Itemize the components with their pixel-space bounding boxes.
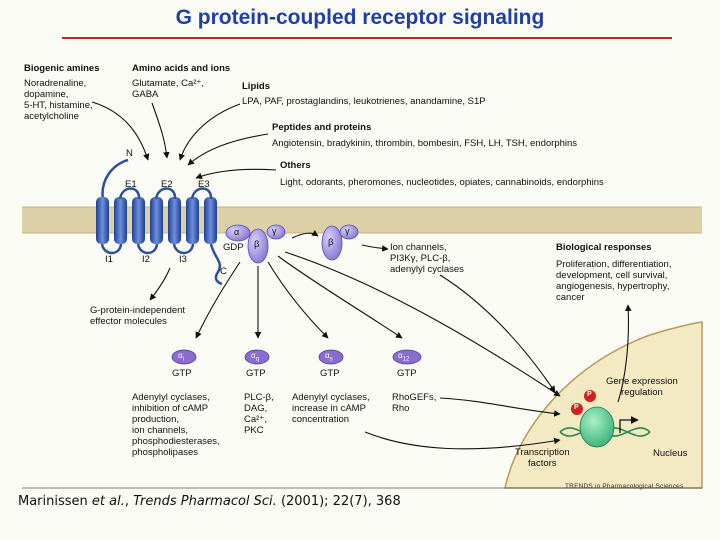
alpha-s-effectors: Adenylyl cyclases, increase in cAMP conc… (292, 392, 370, 425)
peptides-heading: Peptides and proteins (272, 122, 372, 133)
alpha-12-label: α12 (398, 351, 410, 363)
alpha-subunit-shape (225, 224, 251, 242)
free-gamma-label: γ (345, 226, 350, 236)
signaling-arrows (149, 229, 632, 450)
free-beta-shape (321, 225, 343, 261)
gtp-label-s: GTP (320, 368, 340, 379)
gdp-label: GDP (223, 242, 244, 253)
phospho-label-2: P (574, 404, 579, 411)
free-beta-label: β (328, 237, 334, 248)
loop-e2-label: E2 (161, 179, 173, 190)
alpha-12-effectors: RhoGEFs, Rho (392, 392, 437, 414)
alpha-badges (171, 349, 422, 365)
gtp-label-q: GTP (246, 368, 266, 379)
nucleus-membrane (504, 321, 703, 489)
free-gamma-shape (339, 224, 359, 240)
others-list: Light, odorants, pheromones, nucleotides… (280, 177, 604, 188)
gene-expression-label: Gene expression regulation (606, 376, 678, 398)
n-terminus-label: N (126, 148, 133, 159)
beta-subunit-shape (247, 228, 269, 264)
gamma-subunit-label: γ (272, 226, 277, 236)
loop-i3-label: I3 (179, 254, 187, 265)
alpha-i-effectors: Adenylyl cyclases, inhibition of cAMP pr… (132, 392, 220, 458)
loop-i1-label: I1 (105, 254, 113, 265)
biological-responses-list: Proliferation, differentiation, developm… (556, 259, 672, 303)
loop-e1-label: E1 (125, 179, 137, 190)
transcription-factors-label: Transcription factors (515, 447, 570, 469)
gtp-label-i: GTP (172, 368, 192, 379)
alpha-subunit-label: α (234, 227, 240, 237)
amino-acids-heading: Amino acids and ions (132, 63, 231, 74)
gamma-subunit-shape (266, 224, 286, 240)
receptor-loops (100, 187, 223, 286)
ligand-arrows (91, 101, 277, 180)
alpha-q-label: αq (251, 351, 259, 363)
lipids-heading: Lipids (242, 81, 270, 92)
phospho-label-1: P (587, 391, 592, 398)
nucleus-label: Nucleus (653, 448, 688, 459)
phospho-circle-2 (571, 403, 583, 415)
amino-acids-list: Glutamate, Ca²⁺, GABA (132, 78, 205, 100)
receptor-n-tail (101, 158, 129, 201)
peptides-list: Angiotensin, bradykinin, thrombin, bombe… (272, 138, 578, 149)
c-terminus-label: C (220, 266, 227, 277)
loop-e3-label: E3 (198, 179, 210, 190)
biogenic-amines-list: Noradrenaline, dopamine, 5-HT, histamine… (24, 78, 93, 122)
loop-i2-label: I2 (142, 254, 150, 265)
citation: Marinissen et al., Trends Pharmacol Sci.… (18, 494, 401, 509)
transcription-start-arrow (619, 416, 639, 433)
source-line: TRENDS in Pharmacological Sciences (565, 483, 684, 490)
lipids-list: LPA, PAF, prostaglandins, leukotrienes, … (242, 96, 486, 107)
transcription-factor-shape (579, 406, 615, 448)
alpha-i-label: αi (178, 351, 184, 363)
gtp-label-12: GTP (397, 368, 417, 379)
alpha-q-effectors: PLC-β, DAG, Ca²⁺, PKC (244, 392, 274, 436)
receptor-helices (96, 197, 217, 244)
beta-gamma-effectors: Ion channels, PI3Kγ, PLC-β, adenylyl cyc… (390, 242, 464, 275)
phospho-circle-1 (584, 390, 596, 402)
beta-subunit-label: β (254, 239, 260, 250)
others-heading: Others (280, 160, 311, 171)
biological-responses-heading: Biological responses (556, 242, 652, 253)
alpha-s-label: αs (325, 351, 333, 363)
biogenic-amines-heading: Biogenic amines (24, 63, 100, 74)
page-title: G protein-coupled receptor signaling (175, 6, 545, 29)
g-independent-effectors: G-protein-independent effector molecules (90, 305, 186, 327)
